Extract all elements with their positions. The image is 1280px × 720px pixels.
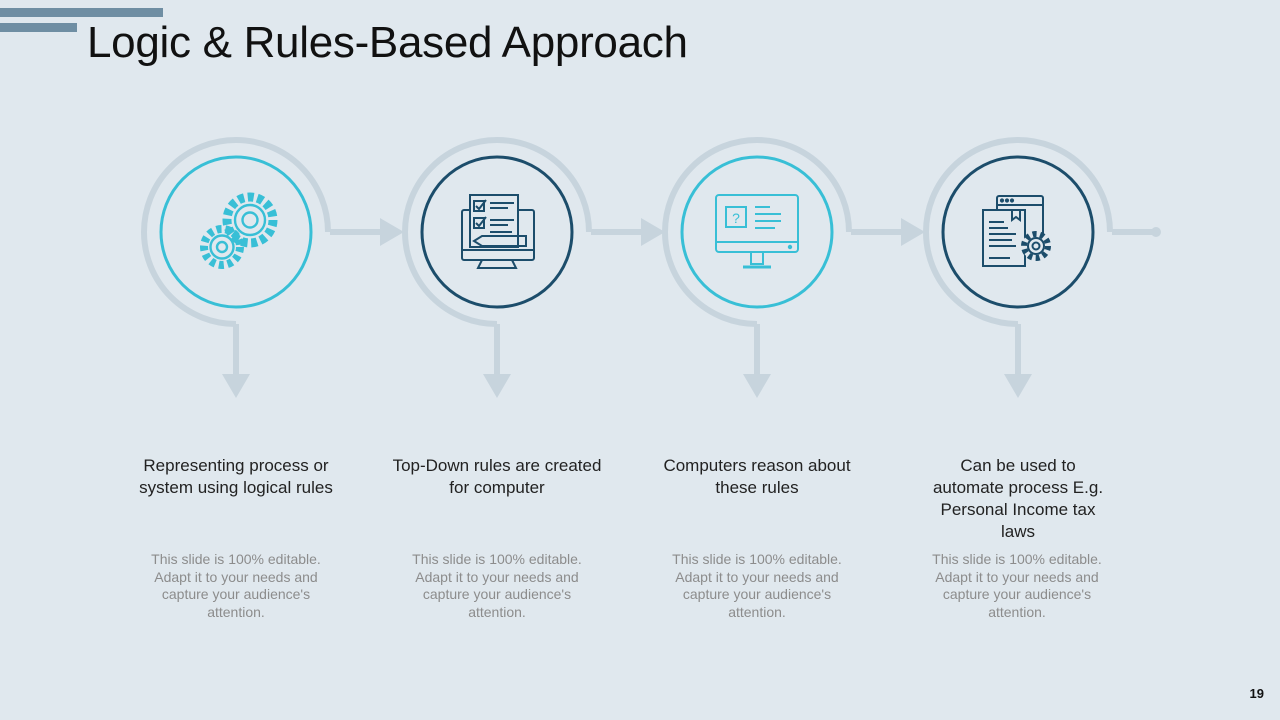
page-number: 19 [1249, 686, 1264, 701]
checklist-pencil-icon [461, 194, 535, 269]
step-1-node [141, 137, 331, 398]
step-4-ring [941, 155, 1095, 309]
step-3-title: Computers reason about these rules [663, 456, 851, 497]
arrowhead-1-2 [380, 218, 404, 246]
slide-title: Logic & Rules-Based Approach [87, 18, 688, 67]
step-2-node [402, 137, 592, 398]
step-3-node: ? [662, 137, 852, 398]
step-2-down-arrowhead [483, 374, 511, 398]
step-4-description: This slide is 100% editable. Adapt it to… [932, 551, 1102, 620]
step-4-outer-arc [923, 137, 1113, 327]
step-4-down-arrowhead [1004, 374, 1032, 398]
step-3-ring [680, 155, 834, 309]
step-1-down-arrowhead [222, 374, 250, 398]
svg-text:?: ? [732, 210, 740, 226]
step-3-outer-arc [662, 137, 852, 327]
accent-bar-top [0, 8, 163, 17]
document-gear-icon [982, 195, 1051, 267]
step-2-ring [420, 155, 574, 309]
step-2-outer-arc [402, 137, 592, 327]
step-4-title: Can be used to automate process E.g. Per… [932, 456, 1104, 541]
step-1-outer-arc [141, 137, 331, 327]
step-1-ring [159, 155, 313, 309]
gears-icon [200, 192, 278, 269]
arrowhead-2-3 [641, 218, 665, 246]
step-4-node [923, 137, 1113, 398]
step-1-description: This slide is 100% editable. Adapt it to… [151, 551, 321, 620]
monitor-question-icon: ? [715, 194, 799, 269]
step-3-down-arrowhead [743, 374, 771, 398]
arrowhead-3-4 [901, 218, 925, 246]
tail-dot [1151, 227, 1161, 237]
accent-bar-bottom [0, 23, 77, 32]
step-2-description: This slide is 100% editable. Adapt it to… [412, 551, 582, 620]
step-3-description: This slide is 100% editable. Adapt it to… [672, 551, 842, 620]
step-1-title: Representing process or system using log… [139, 456, 333, 497]
step-2-title: Top-Down rules are created for computer [392, 456, 602, 497]
